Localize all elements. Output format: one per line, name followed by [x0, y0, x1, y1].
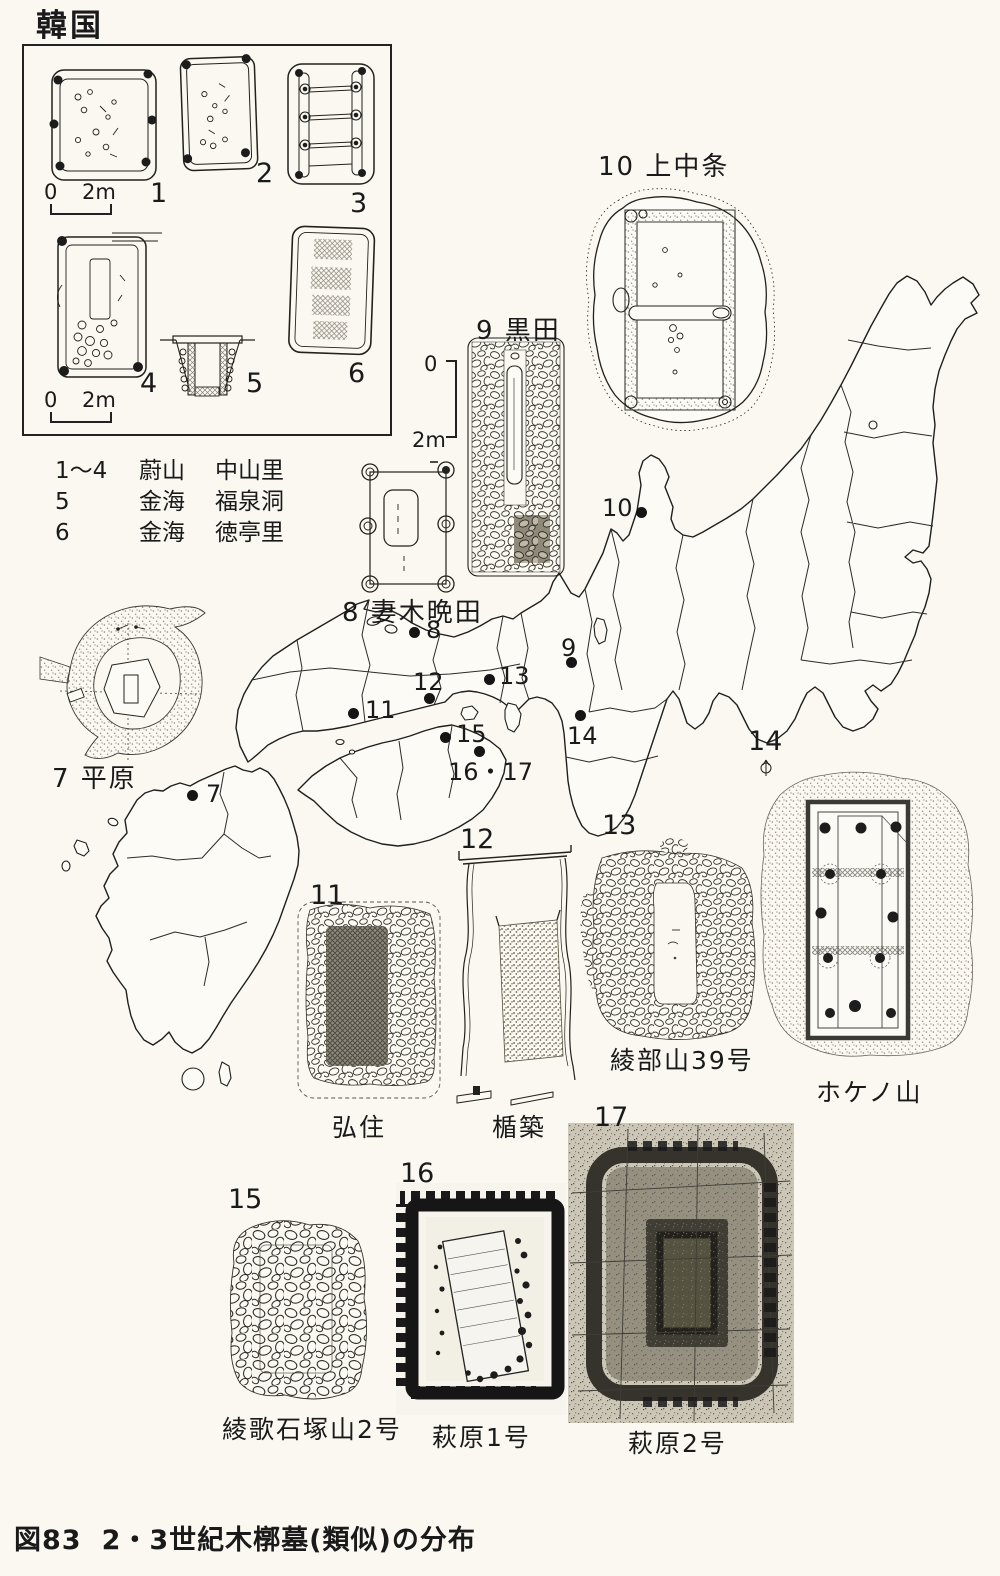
legend-range: 1～4 [55, 458, 108, 484]
plan-4-drawing [57, 232, 162, 378]
kuroda-scale-length: 2m [412, 428, 446, 452]
prefecture-borders [126, 339, 934, 987]
map-marker-dot-7 [187, 790, 198, 801]
site-caption-hokenoyama: ホケノ山 [816, 1078, 923, 1107]
map-marker-label-9: 9 [561, 634, 577, 662]
plan-1-drawing [49, 69, 157, 181]
korea-box-border [22, 44, 392, 436]
map-marker-dot-13 [484, 674, 495, 685]
honshu-coastline [235, 275, 980, 837]
legend-site: 福泉洞 [215, 489, 284, 515]
scale-top-zero: 0 [44, 180, 58, 204]
figure-title: 2・3世紀木槨墓(類似)の分布 [101, 1525, 476, 1556]
plan-3-drawing [287, 63, 375, 185]
map-marker-label-8: 8 [426, 616, 442, 644]
scale-bottom-length: 2m [82, 388, 116, 412]
figure-number: 図83 [14, 1525, 82, 1556]
site-caption-tatetsuki: 楯築 [492, 1113, 547, 1142]
map-marker-label-14: 14 [567, 722, 598, 750]
plan-number-3: 3 [350, 188, 368, 219]
map-marker-dot-15 [440, 732, 451, 743]
small-islands [61, 702, 522, 1091]
legend-place: 蔚山 [139, 458, 185, 484]
site-caption-hirozumi: 弘住 [332, 1113, 387, 1142]
site-caption-hagiwara1: 萩原1号 [432, 1423, 531, 1452]
scale-bar-top [50, 204, 112, 215]
korea-legend: 1～4 蔚山 中山里 5 金海 福泉洞 6 金海 徳亭里 [55, 456, 284, 549]
scale-top-length: 2m [82, 180, 116, 204]
site-number-tatetsuki: 12 [460, 824, 495, 855]
map-marker-dot-12 [424, 693, 435, 704]
map-marker-label-7: 7 [206, 780, 222, 808]
hagiwara2-photo [568, 1123, 794, 1423]
hokenoyama-drawing [760, 759, 973, 1057]
kuroda-scale-zero: 0 [424, 352, 438, 376]
legend-row-2: 5 金海 福泉洞 [55, 487, 284, 518]
map-marker-dot-14 [575, 710, 586, 721]
scale-bar-bottom [50, 412, 112, 423]
map-marker-dot-8 [409, 627, 420, 638]
site-number-hirozumi: 11 [310, 880, 345, 911]
map-marker-label-13: 13 [499, 662, 530, 690]
plan-number-6: 6 [348, 358, 366, 389]
legend-place: 金海 [139, 520, 185, 546]
legend-range: 6 [55, 520, 70, 546]
kuroda-drawing [467, 337, 565, 577]
tatetsuki-drawing [456, 845, 576, 1106]
ayauta-drawing [229, 1220, 368, 1400]
map-marker-dot-9 [566, 657, 577, 668]
legend-site: 徳亭里 [215, 520, 284, 546]
site-caption-ayauta: 綾歌石塚山2号 [222, 1415, 402, 1444]
shikoku-coastline [297, 724, 507, 847]
hirozumi-drawing [297, 901, 441, 1099]
lakes [366, 420, 878, 645]
site-number-hagiwara1: 16 [400, 1158, 435, 1189]
map-marker-label-11: 11 [365, 696, 396, 724]
map-marker-label-15: 15 [456, 720, 487, 748]
plan-2-drawing [179, 54, 259, 172]
map-marker-dot-10 [636, 507, 647, 518]
plan-5-drawing [160, 335, 255, 397]
plan-number-2: 2 [256, 158, 274, 189]
site-caption-ayabeyama: 綾部山39号 [610, 1046, 754, 1075]
figure-caption: 図83 2・3世紀木槨墓(類似)の分布 [14, 1518, 476, 1557]
site-label-kuroda: 9 黒田 [476, 316, 561, 346]
plan-number-5: 5 [246, 368, 264, 399]
site-label-kamichujo: 10 上中条 [598, 152, 730, 182]
map-marker-label-10: 10 [602, 494, 633, 522]
japan-map [61, 275, 980, 1091]
map-marker-dot-11 [348, 708, 359, 719]
site-caption-hagiwara2: 萩原2号 [628, 1429, 727, 1458]
map-marker-dot-16-17 [474, 746, 485, 757]
ayabeyama-drawing [580, 838, 756, 1040]
legend-range: 5 [55, 489, 70, 515]
kuroda-scale-bar [446, 360, 457, 438]
plan-number-1: 1 [150, 178, 168, 209]
site-number-hokenoyama: 14 [748, 726, 783, 757]
kamichujo-drawing [586, 188, 775, 431]
plan-6-drawing [288, 225, 376, 356]
legend-place: 金海 [139, 489, 185, 515]
site-number-ayabeyama: 13 [602, 810, 637, 841]
site-label-mukibanda: 8 妻木晩田 [342, 598, 483, 628]
legend-row-3: 6 金海 徳亭里 [55, 518, 284, 549]
site-number-ayauta: 15 [228, 1184, 263, 1215]
map-marker-label-12: 12 [413, 668, 444, 696]
site-label-hirabaru: 7 平原 [52, 764, 137, 794]
site-number-hagiwara2: 17 [594, 1102, 629, 1133]
scale-bottom-zero: 0 [44, 388, 58, 412]
hirabaru-drawing [39, 605, 206, 763]
kyushu-coastline [95, 765, 300, 1054]
map-marker-label-16-17: 16・17 [448, 758, 534, 786]
korea-box-title: 韓国 [36, 8, 104, 44]
hagiwara1-photo [396, 1183, 566, 1415]
legend-row-1: 1～4 蔚山 中山里 [55, 456, 284, 487]
plan-number-4: 4 [140, 368, 158, 399]
legend-site: 中山里 [215, 458, 284, 484]
mukibanda-drawing [359, 461, 455, 593]
